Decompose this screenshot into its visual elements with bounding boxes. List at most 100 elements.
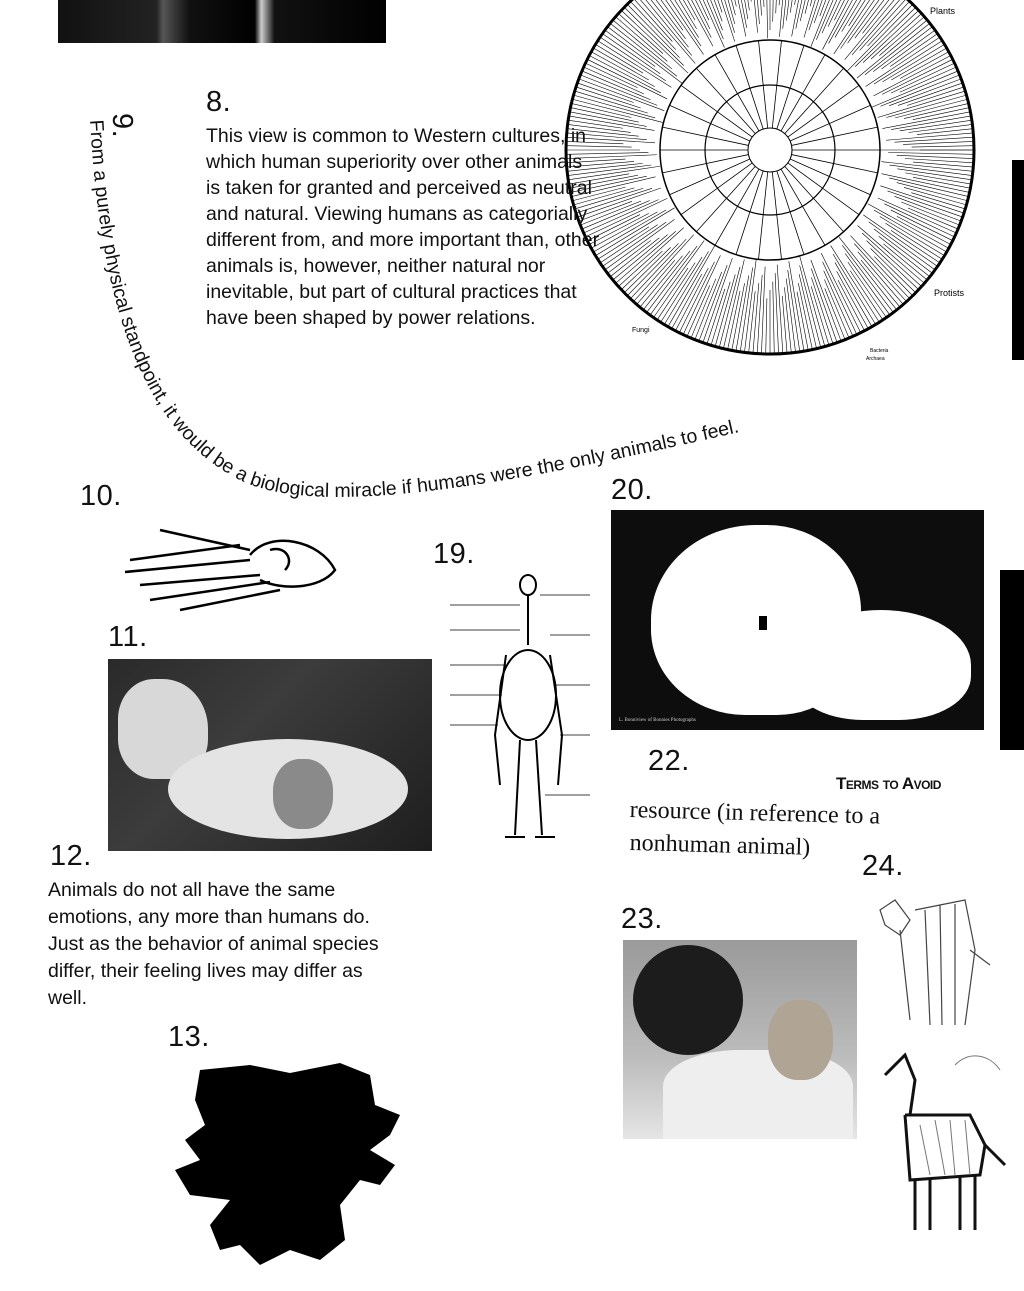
tree-branch <box>760 0 762 16</box>
tree-branch <box>575 188 653 214</box>
tree-branch <box>690 278 717 339</box>
tree-branch <box>748 291 756 353</box>
tree-branch <box>903 103 969 119</box>
tree-branch <box>627 243 679 296</box>
tree-branch <box>717 0 723 13</box>
label-12: 12. <box>50 840 92 872</box>
tree-branch <box>888 152 974 155</box>
label-19: 19. <box>433 538 475 570</box>
tree-branch <box>731 283 745 351</box>
tree-branch <box>687 0 714 47</box>
tree-inner-branch <box>735 170 764 255</box>
tree-branch <box>609 237 660 277</box>
terms-entry-line-2: nonhuman animal) <box>629 830 811 861</box>
tree-branch <box>731 0 736 16</box>
tree-branch <box>763 0 765 7</box>
tree-branch <box>847 261 887 318</box>
tree-branch <box>863 214 938 267</box>
tree-branch <box>607 240 652 274</box>
tree-branch <box>664 251 709 325</box>
tree-branch <box>844 253 891 316</box>
tree-branch <box>655 0 686 39</box>
label-20: 20. <box>611 474 653 506</box>
tree-branch <box>912 176 971 189</box>
tree-branch <box>568 119 623 129</box>
tree-inner-branch <box>714 168 760 246</box>
tree-branch <box>844 0 895 60</box>
tree-inner-branch <box>669 158 751 196</box>
tree-branch <box>574 90 648 114</box>
tree-branch <box>821 0 838 34</box>
child-drawing-24-top <box>879 899 991 1026</box>
tree-branch <box>570 175 647 193</box>
tree-branch <box>899 66 957 93</box>
tree-branch <box>820 253 861 333</box>
tree-branch <box>678 0 697 30</box>
tree-branch <box>830 245 880 323</box>
tree-branch <box>568 165 661 181</box>
tree-inner-branch <box>780 168 826 246</box>
tree-branch <box>847 0 880 44</box>
tree-branch <box>881 161 973 172</box>
tree-branch <box>896 182 968 202</box>
tree-branch <box>577 82 634 103</box>
tree-branch <box>682 255 721 335</box>
tree-branch <box>566 145 632 148</box>
tree-branch <box>599 36 666 81</box>
tree-inner-branch <box>780 54 826 132</box>
tree-branch <box>691 0 712 38</box>
tree-branch <box>870 248 916 293</box>
tree-branch <box>573 187 635 206</box>
tree-branch <box>766 0 768 39</box>
tree-branch <box>917 128 973 135</box>
tree-branch <box>879 16 925 56</box>
tree-branch <box>646 245 698 313</box>
tree-label-bacteria: Bacteria <box>870 348 889 354</box>
tree-branch <box>570 107 639 123</box>
tree-branch <box>873 40 943 85</box>
tree-branch <box>643 250 691 311</box>
tree-branch <box>894 136 974 143</box>
tree-inner-branch <box>791 154 878 174</box>
tree-branch <box>899 51 949 79</box>
tree-branch <box>674 0 699 38</box>
tree-branch <box>840 0 875 49</box>
tree-label-fungi: Fungi <box>632 327 650 334</box>
right-edge-fragment <box>1000 570 1024 750</box>
tree-inner-branch <box>791 126 878 146</box>
tree-branch <box>912 107 970 120</box>
tree-branch <box>636 260 676 305</box>
tree-branch <box>799 265 822 348</box>
paragraph-12: Animals do not all have the same emotion… <box>48 879 379 1009</box>
tree-branch <box>794 0 796 5</box>
tree-branch <box>572 98 663 123</box>
tree-branch <box>727 290 741 350</box>
tree-label-archaea: Archaea <box>866 356 885 362</box>
label-8: 8. <box>206 86 232 118</box>
label-10: 10. <box>80 480 122 512</box>
tree-branch <box>587 214 641 241</box>
tree-branch <box>650 0 689 48</box>
tree-branch <box>879 216 945 256</box>
tree-branch <box>694 271 722 340</box>
tree-branch <box>895 98 968 119</box>
tree-branch <box>706 288 726 345</box>
tree-branch <box>599 224 658 264</box>
tree-branch <box>583 66 645 95</box>
tree-branch <box>765 298 768 354</box>
tree-branch <box>838 236 897 311</box>
tree-branch <box>897 168 972 181</box>
tree-branch <box>633 234 694 302</box>
tree-branch <box>580 74 658 106</box>
tree-branch <box>571 176 656 197</box>
tree-inner-branch <box>696 67 756 134</box>
tree-branch <box>568 173 630 185</box>
tree-branch <box>580 200 642 226</box>
tree-branch <box>878 235 931 277</box>
tree-branch <box>906 86 965 106</box>
tree-branch <box>744 0 749 20</box>
tree-branch <box>861 232 922 287</box>
tree-branch <box>889 177 969 197</box>
quote-9-text: From a purely physical standpoint, it wo… <box>85 119 741 502</box>
tree-branch <box>727 0 736 25</box>
